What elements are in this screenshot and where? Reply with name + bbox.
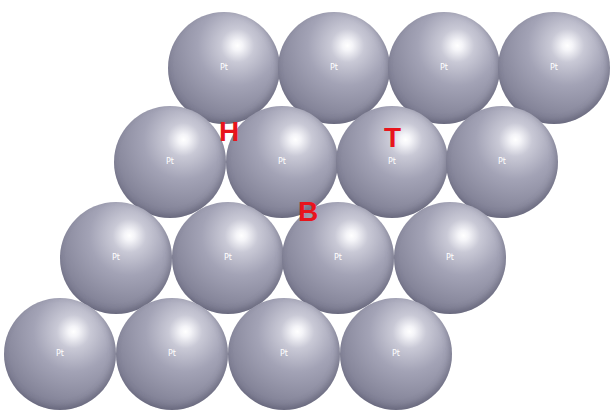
atom-label: Pt [330, 64, 338, 72]
atom-label: Pt [220, 64, 228, 72]
atom-label: Pt [498, 158, 506, 166]
atom-label: Pt [440, 64, 448, 72]
pt-atom: Pt [226, 106, 338, 218]
atom-label: Pt [224, 254, 232, 262]
pt-atom: Pt [394, 202, 506, 314]
atom-label: Pt [168, 350, 176, 358]
atom-label: Pt [56, 350, 64, 358]
atom-label: Pt [388, 158, 396, 166]
pt-atom: Pt [116, 298, 228, 410]
pt-atom: Pt [228, 298, 340, 410]
atom-label: Pt [166, 158, 174, 166]
atom-label: Pt [112, 254, 120, 262]
pt-atom: Pt [4, 298, 116, 410]
site-label: T [384, 124, 401, 152]
site-label: B [298, 198, 318, 226]
pt-atom: Pt [446, 106, 558, 218]
atom-label: Pt [278, 158, 286, 166]
atom-label: Pt [550, 64, 558, 72]
pt-atom: Pt [60, 202, 172, 314]
atom-label: Pt [446, 254, 454, 262]
pt-atom: Pt [340, 298, 452, 410]
pt-atom: Pt [336, 106, 448, 218]
pt-atom: Pt [114, 106, 226, 218]
atom-label: Pt [280, 350, 288, 358]
atom-label: Pt [392, 350, 400, 358]
pt-atom: Pt [172, 202, 284, 314]
site-label: H [219, 118, 239, 146]
atom-label: Pt [334, 254, 342, 262]
